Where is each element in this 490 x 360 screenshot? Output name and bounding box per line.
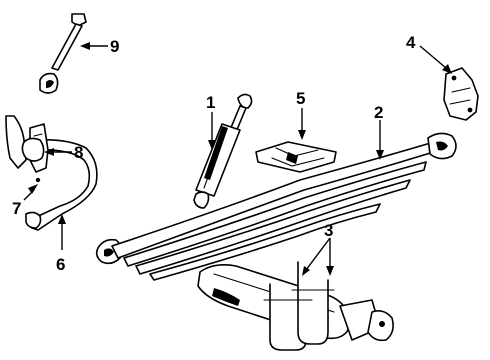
callout-7: 7 [12,199,21,218]
callout-8: 8 [74,143,83,162]
leaf-spring [95,132,457,281]
callout-4: 4 [406,33,416,52]
callout-labels: 1 2 3 4 5 6 7 8 9 [12,33,416,274]
spring-spacer [255,141,337,173]
u-bolts [263,261,335,351]
callout-5: 5 [296,89,305,108]
callout-3: 3 [324,221,333,240]
leader-lines [23,42,452,276]
callout-2: 2 [374,103,383,122]
shock-absorber [193,93,253,209]
spring-shackle [443,67,479,121]
bar-bushing [21,137,45,183]
callout-1: 1 [206,93,215,112]
stabilizer-link [39,13,87,94]
callout-9: 9 [110,37,119,56]
callout-6: 6 [56,255,65,274]
